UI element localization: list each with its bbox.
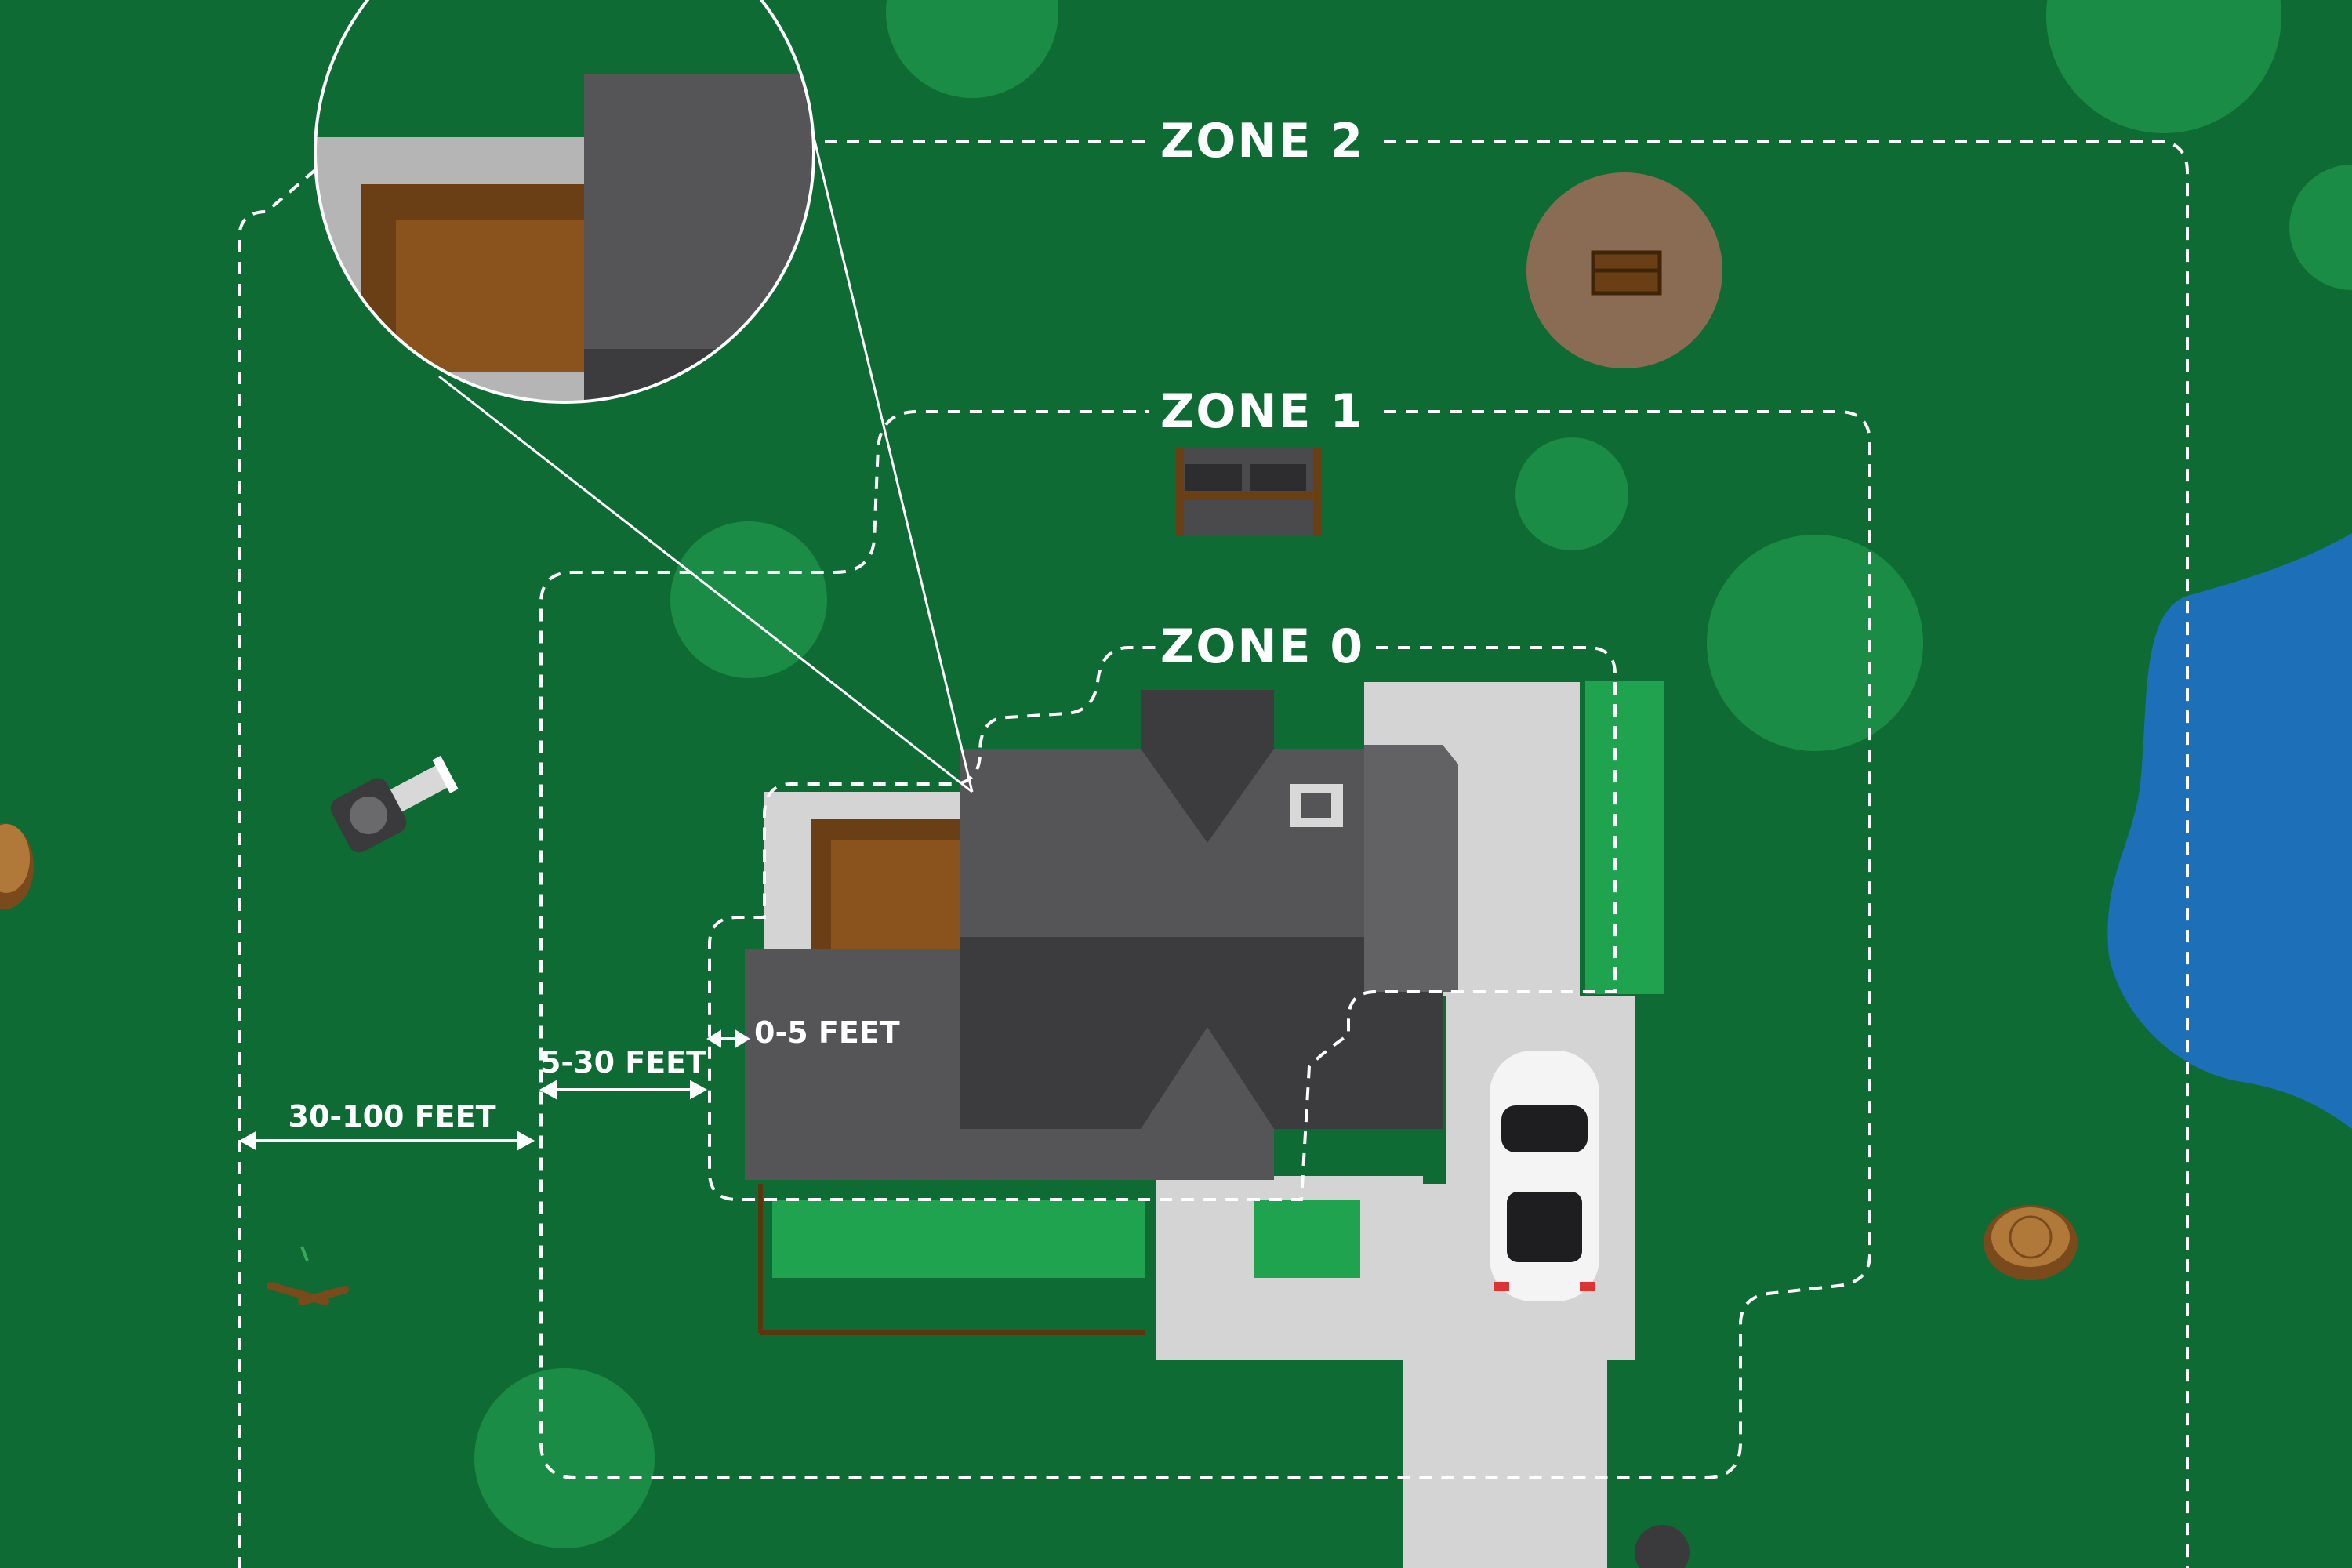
car-icon [1490, 1051, 1599, 1301]
distance-label-outer: 30-100 FEET [289, 1099, 496, 1134]
pond [2107, 533, 2352, 1129]
zone2-boundary [238, 140, 2189, 1568]
tree-zone1-small [1515, 437, 1628, 550]
distance-label-inner: 0-5 FEET [754, 1015, 900, 1050]
distance-arrow-middle [539, 1080, 708, 1100]
magnifier-callout-icon [438, 136, 974, 793]
garden-edging [758, 1184, 1145, 1335]
zone1-boundary [539, 410, 1871, 1479]
tree-zone1-large [1707, 535, 1923, 751]
distance-arrow-outer [238, 1131, 535, 1151]
shrub-beds [772, 681, 1664, 1278]
zone0-label: ZONE 0 [1160, 619, 1364, 674]
mulch-bed [811, 819, 964, 949]
stump-icon [0, 823, 2078, 1280]
tree-top-right [2046, 0, 2281, 133]
house-roof [745, 690, 1458, 1180]
utility-box [1635, 1525, 1690, 1568]
bench-icon [1176, 448, 1321, 536]
zone0-boundary [708, 646, 1617, 1201]
distance-arrow-inner [706, 1029, 750, 1048]
tree-top-center [886, 0, 1058, 98]
fire-pit-icon [1526, 172, 1722, 368]
distance-label-middle: 5-30 FEET [540, 1045, 706, 1080]
tree-bottom-left [474, 1368, 655, 1548]
trees [474, 0, 2352, 1548]
tree-left-mid [670, 521, 827, 678]
zone1-label: ZONE 1 [1160, 384, 1364, 439]
lawn-mower-icon [330, 755, 459, 853]
zone2-label: ZONE 2 [1160, 114, 1364, 169]
tree-right-edge [2289, 165, 2352, 290]
